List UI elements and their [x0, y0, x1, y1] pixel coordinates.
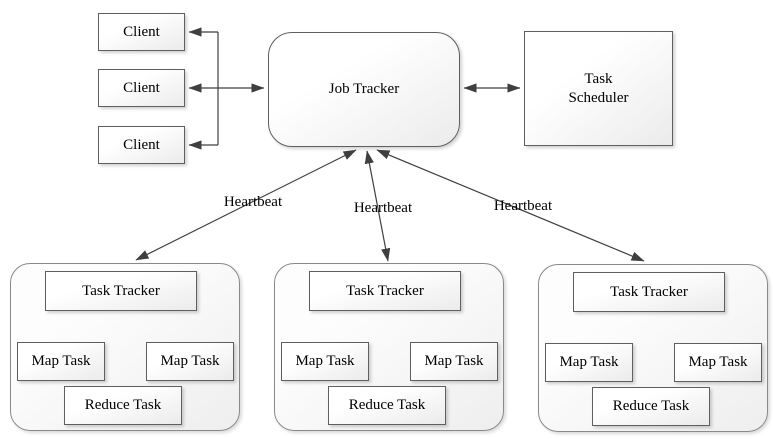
map-task-label: Map Task — [31, 353, 91, 370]
task-scheduler-label-line2: Scheduler — [568, 89, 629, 106]
task-scheduler-node: Task Scheduler — [524, 31, 673, 146]
map-task-label: Map Task — [424, 353, 484, 370]
worker-group-2: Task Tracker Map Task Map Task Reduce Ta… — [274, 263, 504, 431]
map-task-label: Map Task — [160, 353, 220, 370]
client-node-1: Client — [98, 13, 185, 51]
task-tracker-node-1: Task Tracker — [45, 271, 197, 311]
map-task-right-node-1: Map Task — [146, 342, 234, 381]
map-task-left-node-2: Map Task — [281, 342, 369, 381]
task-scheduler-label-line1: Task — [584, 70, 613, 87]
heartbeat-label-2: Heartbeat — [353, 200, 413, 216]
job-tracker-label: Job Tracker — [328, 81, 400, 98]
task-tracker-node-2: Task Tracker — [309, 271, 461, 311]
reduce-task-node-1: Reduce Task — [64, 386, 182, 425]
reduce-task-label: Reduce Task — [612, 398, 690, 415]
map-task-label: Map Task — [295, 353, 355, 370]
map-task-label: Map Task — [559, 354, 619, 371]
task-tracker-label: Task Tracker — [610, 283, 688, 300]
task-tracker-node-3: Task Tracker — [573, 272, 725, 312]
task-tracker-label: Task Tracker — [346, 282, 424, 299]
heartbeat-label-1: Heartbeat — [223, 194, 283, 210]
job-tracker-node: Job Tracker — [268, 32, 460, 147]
heartbeat-label-3: Heartbeat — [493, 198, 553, 214]
client-label: Client — [123, 79, 160, 96]
reduce-task-node-3: Reduce Task — [592, 387, 710, 426]
heartbeat-arrow-3 — [376, 149, 645, 262]
heartbeat-arrow-1 — [135, 149, 357, 261]
map-task-left-node-3: Map Task — [545, 343, 633, 382]
map-task-label: Map Task — [688, 354, 748, 371]
client-label: Client — [123, 23, 160, 40]
reduce-task-node-2: Reduce Task — [328, 386, 446, 425]
reduce-task-label: Reduce Task — [84, 397, 162, 414]
client-node-2: Client — [98, 69, 185, 107]
client-node-3: Client — [98, 126, 185, 164]
reduce-task-label: Reduce Task — [348, 397, 426, 414]
task-tracker-label: Task Tracker — [82, 282, 160, 299]
map-task-right-node-3: Map Task — [674, 343, 762, 382]
map-task-left-node-1: Map Task — [17, 342, 105, 381]
map-task-right-node-2: Map Task — [410, 342, 498, 381]
client-label: Client — [123, 136, 160, 153]
worker-group-3: Task Tracker Map Task Map Task Reduce Ta… — [538, 264, 768, 432]
worker-group-1: Task Tracker Map Task Map Task Reduce Ta… — [10, 263, 240, 431]
